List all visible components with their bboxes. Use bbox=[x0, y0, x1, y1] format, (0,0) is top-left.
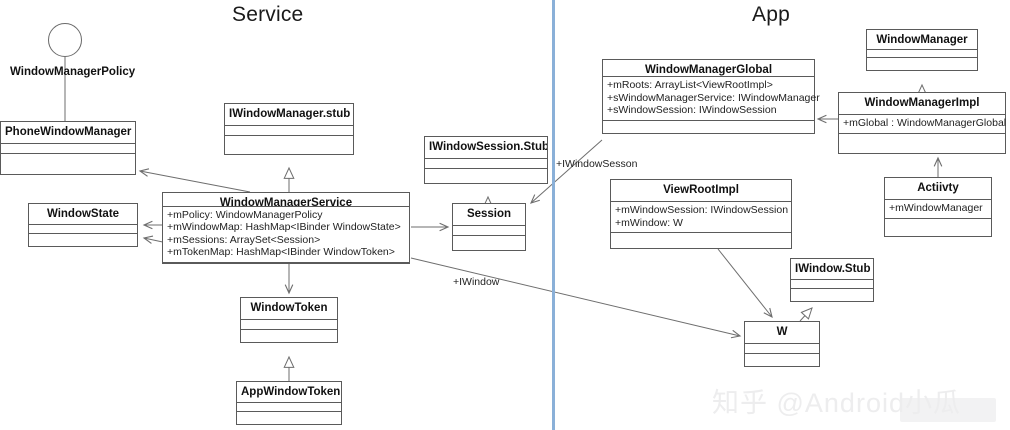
edge-wms-to-phonewm bbox=[138, 168, 251, 193]
class-iwindowsession-stub[interactable]: IWindowSession.Stub bbox=[424, 136, 548, 184]
class-title: WindowToken bbox=[241, 298, 337, 320]
class-operations bbox=[225, 136, 353, 154]
class-operations bbox=[603, 121, 814, 133]
class-title: WindowManager bbox=[867, 30, 977, 50]
class-operations bbox=[241, 330, 337, 342]
class-attributes: +mWindowManager bbox=[885, 200, 991, 219]
window-manager-policy-label: WindowManagerPolicy bbox=[10, 66, 136, 78]
class-title: PhoneWindowManager bbox=[1, 122, 135, 144]
class-window-state[interactable]: WindowState bbox=[28, 203, 138, 247]
service-app-divider bbox=[552, 0, 555, 430]
class-title: WindowManagerService bbox=[163, 193, 409, 207]
attribute: +mGlobal : WindowManagerGlobal bbox=[843, 117, 1007, 129]
class-operations bbox=[237, 412, 341, 424]
attribute: +mPolicy: WindowManagerPolicy bbox=[167, 208, 323, 221]
attribute: +mWindowMap: HashMap<IBinder WindowState… bbox=[167, 221, 401, 234]
class-iwindowmanager-stub[interactable]: IWindowManager.stub bbox=[224, 103, 354, 155]
class-operations bbox=[1, 154, 135, 174]
class-attributes bbox=[237, 403, 341, 412]
section-title-service: Service bbox=[232, 3, 304, 26]
class-view-root-impl[interactable]: ViewRootImpl +mWindowSession: IWindowSes… bbox=[610, 179, 792, 249]
attribute: +sWindowManagerService: IWindowManager bbox=[607, 91, 820, 104]
attribute: +mWindowSession: IWindowSession bbox=[615, 204, 789, 216]
class-iwindow-stub[interactable]: IWindow.Stub bbox=[790, 258, 874, 302]
attribute: +sWindowSession: IWindowSession bbox=[607, 104, 777, 117]
class-attributes bbox=[453, 226, 525, 236]
class-window-manager-global[interactable]: WindowManagerGlobal +mRoots: ArrayList<V… bbox=[602, 59, 820, 134]
class-attributes bbox=[29, 225, 137, 234]
attribute: +mSessions: ArraySet<Session> bbox=[167, 233, 321, 246]
class-operations bbox=[453, 236, 525, 250]
class-title: Actiivty bbox=[885, 178, 991, 200]
class-attributes bbox=[241, 320, 337, 330]
class-operations bbox=[611, 233, 791, 248]
class-title: IWindow.Stub bbox=[791, 259, 873, 280]
attribute: +mWindow: W bbox=[615, 216, 683, 229]
class-operations bbox=[791, 289, 873, 301]
class-operations bbox=[867, 58, 977, 70]
class-phone-window-manager[interactable]: PhoneWindowManager bbox=[0, 121, 136, 175]
edge-wms-to-w bbox=[410, 257, 742, 339]
attribute: +mRoots: ArrayList<ViewRootImpl> bbox=[607, 79, 773, 92]
class-attributes: +mRoots: ArrayList<ViewRootImpl> +sWindo… bbox=[603, 77, 820, 121]
class-w[interactable]: W bbox=[744, 321, 820, 367]
class-title: AppWindowToken bbox=[237, 382, 341, 403]
class-attributes bbox=[867, 50, 977, 58]
attribute: +mTokenMap: HashMap<IBinder WindowToken> bbox=[167, 246, 395, 259]
window-manager-policy-interface-icon bbox=[48, 23, 82, 57]
class-app-window-token[interactable]: AppWindowToken bbox=[236, 381, 342, 425]
class-window-manager[interactable]: WindowManager bbox=[866, 29, 978, 71]
class-window-manager-impl[interactable]: WindowManagerImpl +mGlobal : WindowManag… bbox=[838, 92, 1006, 154]
class-title: IWindowManager.stub bbox=[225, 104, 353, 126]
edge-label-iwindow: +IWindow bbox=[453, 276, 500, 288]
class-operations bbox=[745, 354, 819, 366]
class-attributes bbox=[791, 280, 873, 289]
watermark-text: 知乎 @Android小瓜 bbox=[712, 388, 961, 418]
class-title: IWindowSession.Stub bbox=[425, 137, 547, 159]
class-operations bbox=[29, 234, 137, 246]
attribute: +mWindowManager bbox=[889, 202, 983, 214]
class-operations bbox=[839, 134, 1005, 153]
class-title: ViewRootImpl bbox=[611, 180, 791, 202]
class-attributes bbox=[745, 344, 819, 354]
class-operations bbox=[885, 219, 991, 236]
class-attributes: +mGlobal : WindowManagerGlobal bbox=[839, 115, 1007, 134]
class-attributes bbox=[225, 126, 353, 136]
class-attributes bbox=[1, 144, 135, 154]
class-title: WindowState bbox=[29, 204, 137, 225]
class-title: WindowManagerImpl bbox=[839, 93, 1005, 115]
class-attributes: +mPolicy: WindowManagerPolicy +mWindowMa… bbox=[163, 207, 409, 263]
class-attributes bbox=[425, 159, 547, 169]
edge-viewrootimpl-to-w bbox=[717, 248, 773, 319]
class-operations bbox=[425, 169, 547, 183]
class-attributes: +mWindowSession: IWindowSession +mWindow… bbox=[611, 202, 791, 234]
class-session[interactable]: Session bbox=[452, 203, 526, 251]
class-activity[interactable]: Actiivty +mWindowManager bbox=[884, 177, 992, 237]
watermark-badge bbox=[900, 398, 996, 422]
edge-label-iwindowsesson: +IWindowSesson bbox=[556, 158, 638, 170]
section-title-app: App bbox=[752, 3, 790, 26]
class-window-token[interactable]: WindowToken bbox=[240, 297, 338, 343]
edge-w-to-iwindowstub bbox=[799, 307, 813, 322]
class-title: WindowManagerGlobal bbox=[603, 60, 814, 78]
class-title: Session bbox=[453, 204, 525, 226]
class-title: W bbox=[745, 322, 819, 344]
class-window-manager-service[interactable]: WindowManagerService +mPolicy: WindowMan… bbox=[162, 192, 410, 264]
